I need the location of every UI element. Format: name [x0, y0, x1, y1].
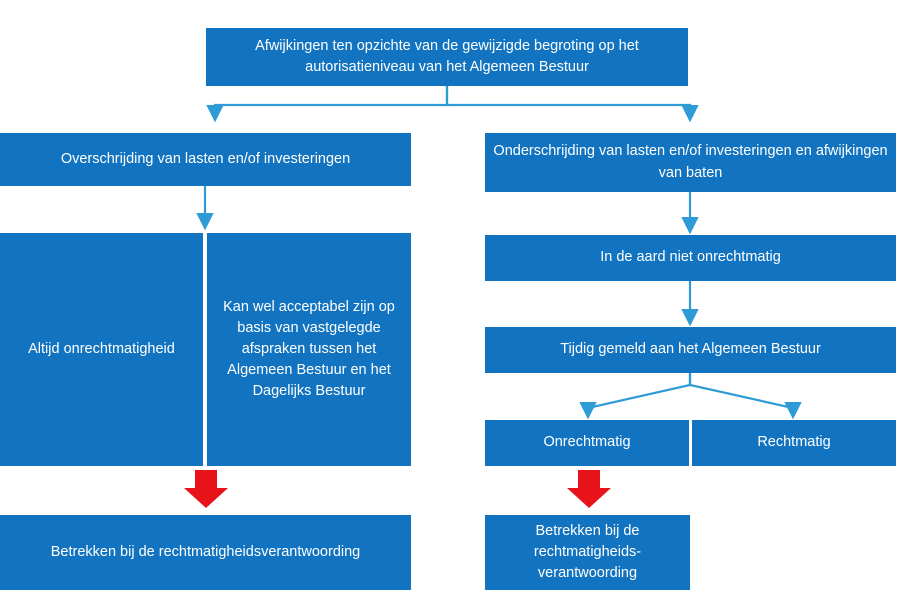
box-right-result: Betrekken bij de rechtmatigheids-verantw…	[485, 515, 690, 590]
box-right-aard: In de aard niet onrechtmatig	[485, 235, 896, 281]
box-root: Afwijkingen ten opzichte van de gewijzig…	[206, 28, 688, 86]
box-left-altijd: Altijd onrechtmatigheid	[0, 233, 203, 466]
red-arrow-left	[184, 470, 228, 508]
box-left-result: Betrekken bij de rechtmatigheidsverantwo…	[0, 515, 411, 590]
box-right-rechtmatig: Rechtmatig	[692, 420, 896, 466]
box-right-result-label: Betrekken bij de rechtmatigheids-verantw…	[533, 522, 642, 581]
box-right-onrechtmatig-label: Onrechtmatig	[543, 434, 631, 451]
box-right-branch-label: Onderschrijding van lasten en/of investe…	[493, 143, 888, 181]
box-left-acceptabel: Kan wel acceptabel zijn op basis van vas…	[207, 233, 411, 466]
connector-root-split	[206, 85, 699, 123]
box-right-rechtmatig-label: Rechtmatig	[757, 434, 831, 451]
red-arrow-right	[567, 470, 611, 508]
box-right-branch: Onderschrijding van lasten en/of investe…	[485, 133, 896, 192]
box-root-label: Afwijkingen ten opzichte van de gewijzig…	[255, 37, 639, 75]
box-left-branch: Overschrijding van lasten en/of invester…	[0, 133, 411, 186]
box-left-branch-label: Overschrijding van lasten en/of invester…	[60, 150, 351, 167]
box-right-onrechtmatig: Onrechtmatig	[485, 420, 689, 466]
box-left-result-label: Betrekken bij de rechtmatigheidsverantwo…	[50, 543, 361, 560]
box-left-acceptabel-label: Kan wel acceptabel zijn op basis van vas…	[223, 298, 395, 400]
box-right-tijdig: Tijdig gemeld aan het Algemeen Bestuur	[485, 327, 896, 373]
box-right-aard-label: In de aard niet onrechtmatig	[600, 249, 781, 266]
box-right-tijdig-label: Tijdig gemeld aan het Algemeen Bestuur	[560, 341, 821, 358]
connector-right-split	[579, 373, 802, 420]
box-left-altijd-label: Altijd onrechtmatigheid	[28, 340, 175, 357]
